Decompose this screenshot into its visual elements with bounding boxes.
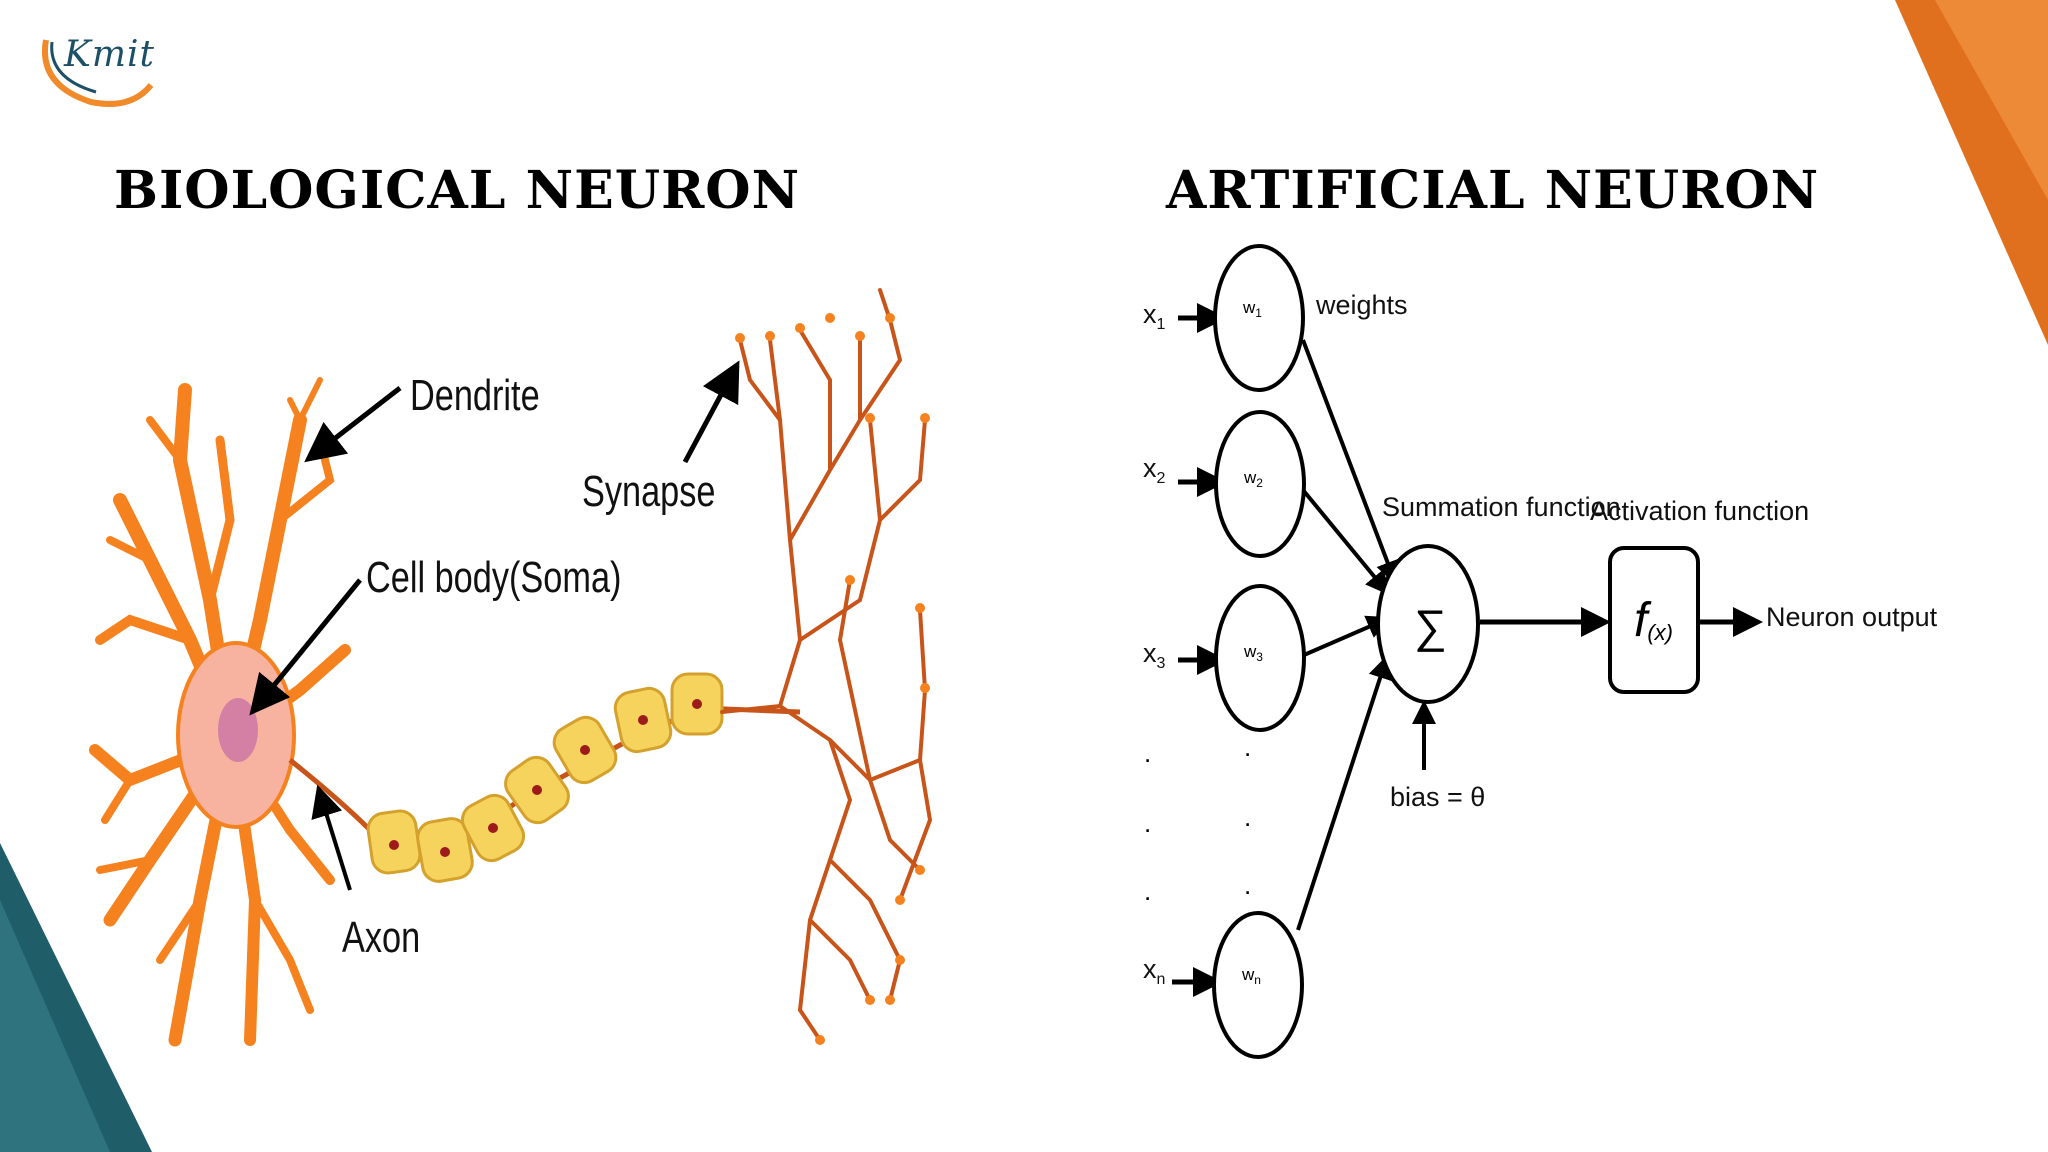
- top-right-orange-highlight: [1935, 0, 2048, 200]
- activation-box: [1608, 546, 1700, 694]
- axon-terminals: [720, 288, 933, 1042]
- weight-label: wn: [1241, 965, 1261, 987]
- weight-node-n: wn: [1212, 911, 1304, 1059]
- dot: .: [1144, 876, 1151, 906]
- dendrite-arrow: [304, 386, 402, 463]
- axon-label: Axon: [342, 913, 420, 962]
- ellipsis-dots: . . . . . .: [1144, 732, 1251, 906]
- input-label: x2: [1143, 453, 1166, 487]
- activation-label: Activation function: [1590, 496, 1809, 526]
- nucleus: [218, 698, 258, 762]
- synapse-arrow: [682, 360, 740, 464]
- cell-body-label: Cell body(Soma): [366, 553, 621, 602]
- connection-arrow: [1301, 339, 1399, 586]
- connection-arrow: [1303, 615, 1392, 657]
- input-x3: x3: [1143, 638, 1227, 675]
- input-x2: x2: [1143, 453, 1227, 497]
- artificial-neuron-title: ARTIFICIAL NEURON: [1166, 160, 1820, 221]
- dot: .: [1144, 738, 1151, 768]
- synapse-label: Synapse: [582, 467, 715, 516]
- terminal-buttons: [735, 313, 930, 1045]
- weight-label: w3: [1243, 642, 1263, 664]
- weight-label: w1: [1242, 298, 1262, 320]
- activation-function-symbol: f(x): [1634, 594, 1673, 647]
- dot: .: [1244, 802, 1251, 832]
- neuron-output-label: Neuron output: [1766, 602, 1938, 632]
- input-xn: xn: [1143, 954, 1223, 997]
- weight-node-2: w2: [1214, 410, 1306, 558]
- connection-arrow: [1296, 654, 1392, 931]
- bottom-left-teal-highlight: [0, 900, 110, 1152]
- connection-arrow: [1301, 488, 1390, 596]
- cell-body-arrow: [249, 578, 362, 716]
- myelin-nuclei: [389, 699, 702, 857]
- weight-node-3: w3: [1214, 584, 1306, 732]
- bias-label: bias = θ: [1390, 782, 1485, 812]
- dot: .: [1244, 732, 1251, 762]
- sigma-symbol: ∑: [1414, 600, 1447, 652]
- input-label: x1: [1143, 299, 1166, 333]
- logo-swoosh-icon: [42, 39, 154, 107]
- dendrite-label: Dendrite: [410, 371, 540, 420]
- input-label: x3: [1143, 638, 1166, 672]
- biological-neuron-title: BIOLOGICAL NEURON: [114, 160, 801, 221]
- weight-label: w2: [1243, 468, 1263, 490]
- dot: .: [1144, 808, 1151, 838]
- dot: .: [1244, 870, 1251, 900]
- axon-arrow: [311, 784, 352, 891]
- summation-label: Summation function: [1382, 492, 1621, 522]
- input-label: xn: [1143, 954, 1165, 988]
- logo-text: Kmit: [64, 34, 156, 75]
- weight-node-1: w1: [1213, 244, 1305, 392]
- weights-label: weights: [1315, 290, 1408, 320]
- input-x1: x1: [1143, 299, 1227, 333]
